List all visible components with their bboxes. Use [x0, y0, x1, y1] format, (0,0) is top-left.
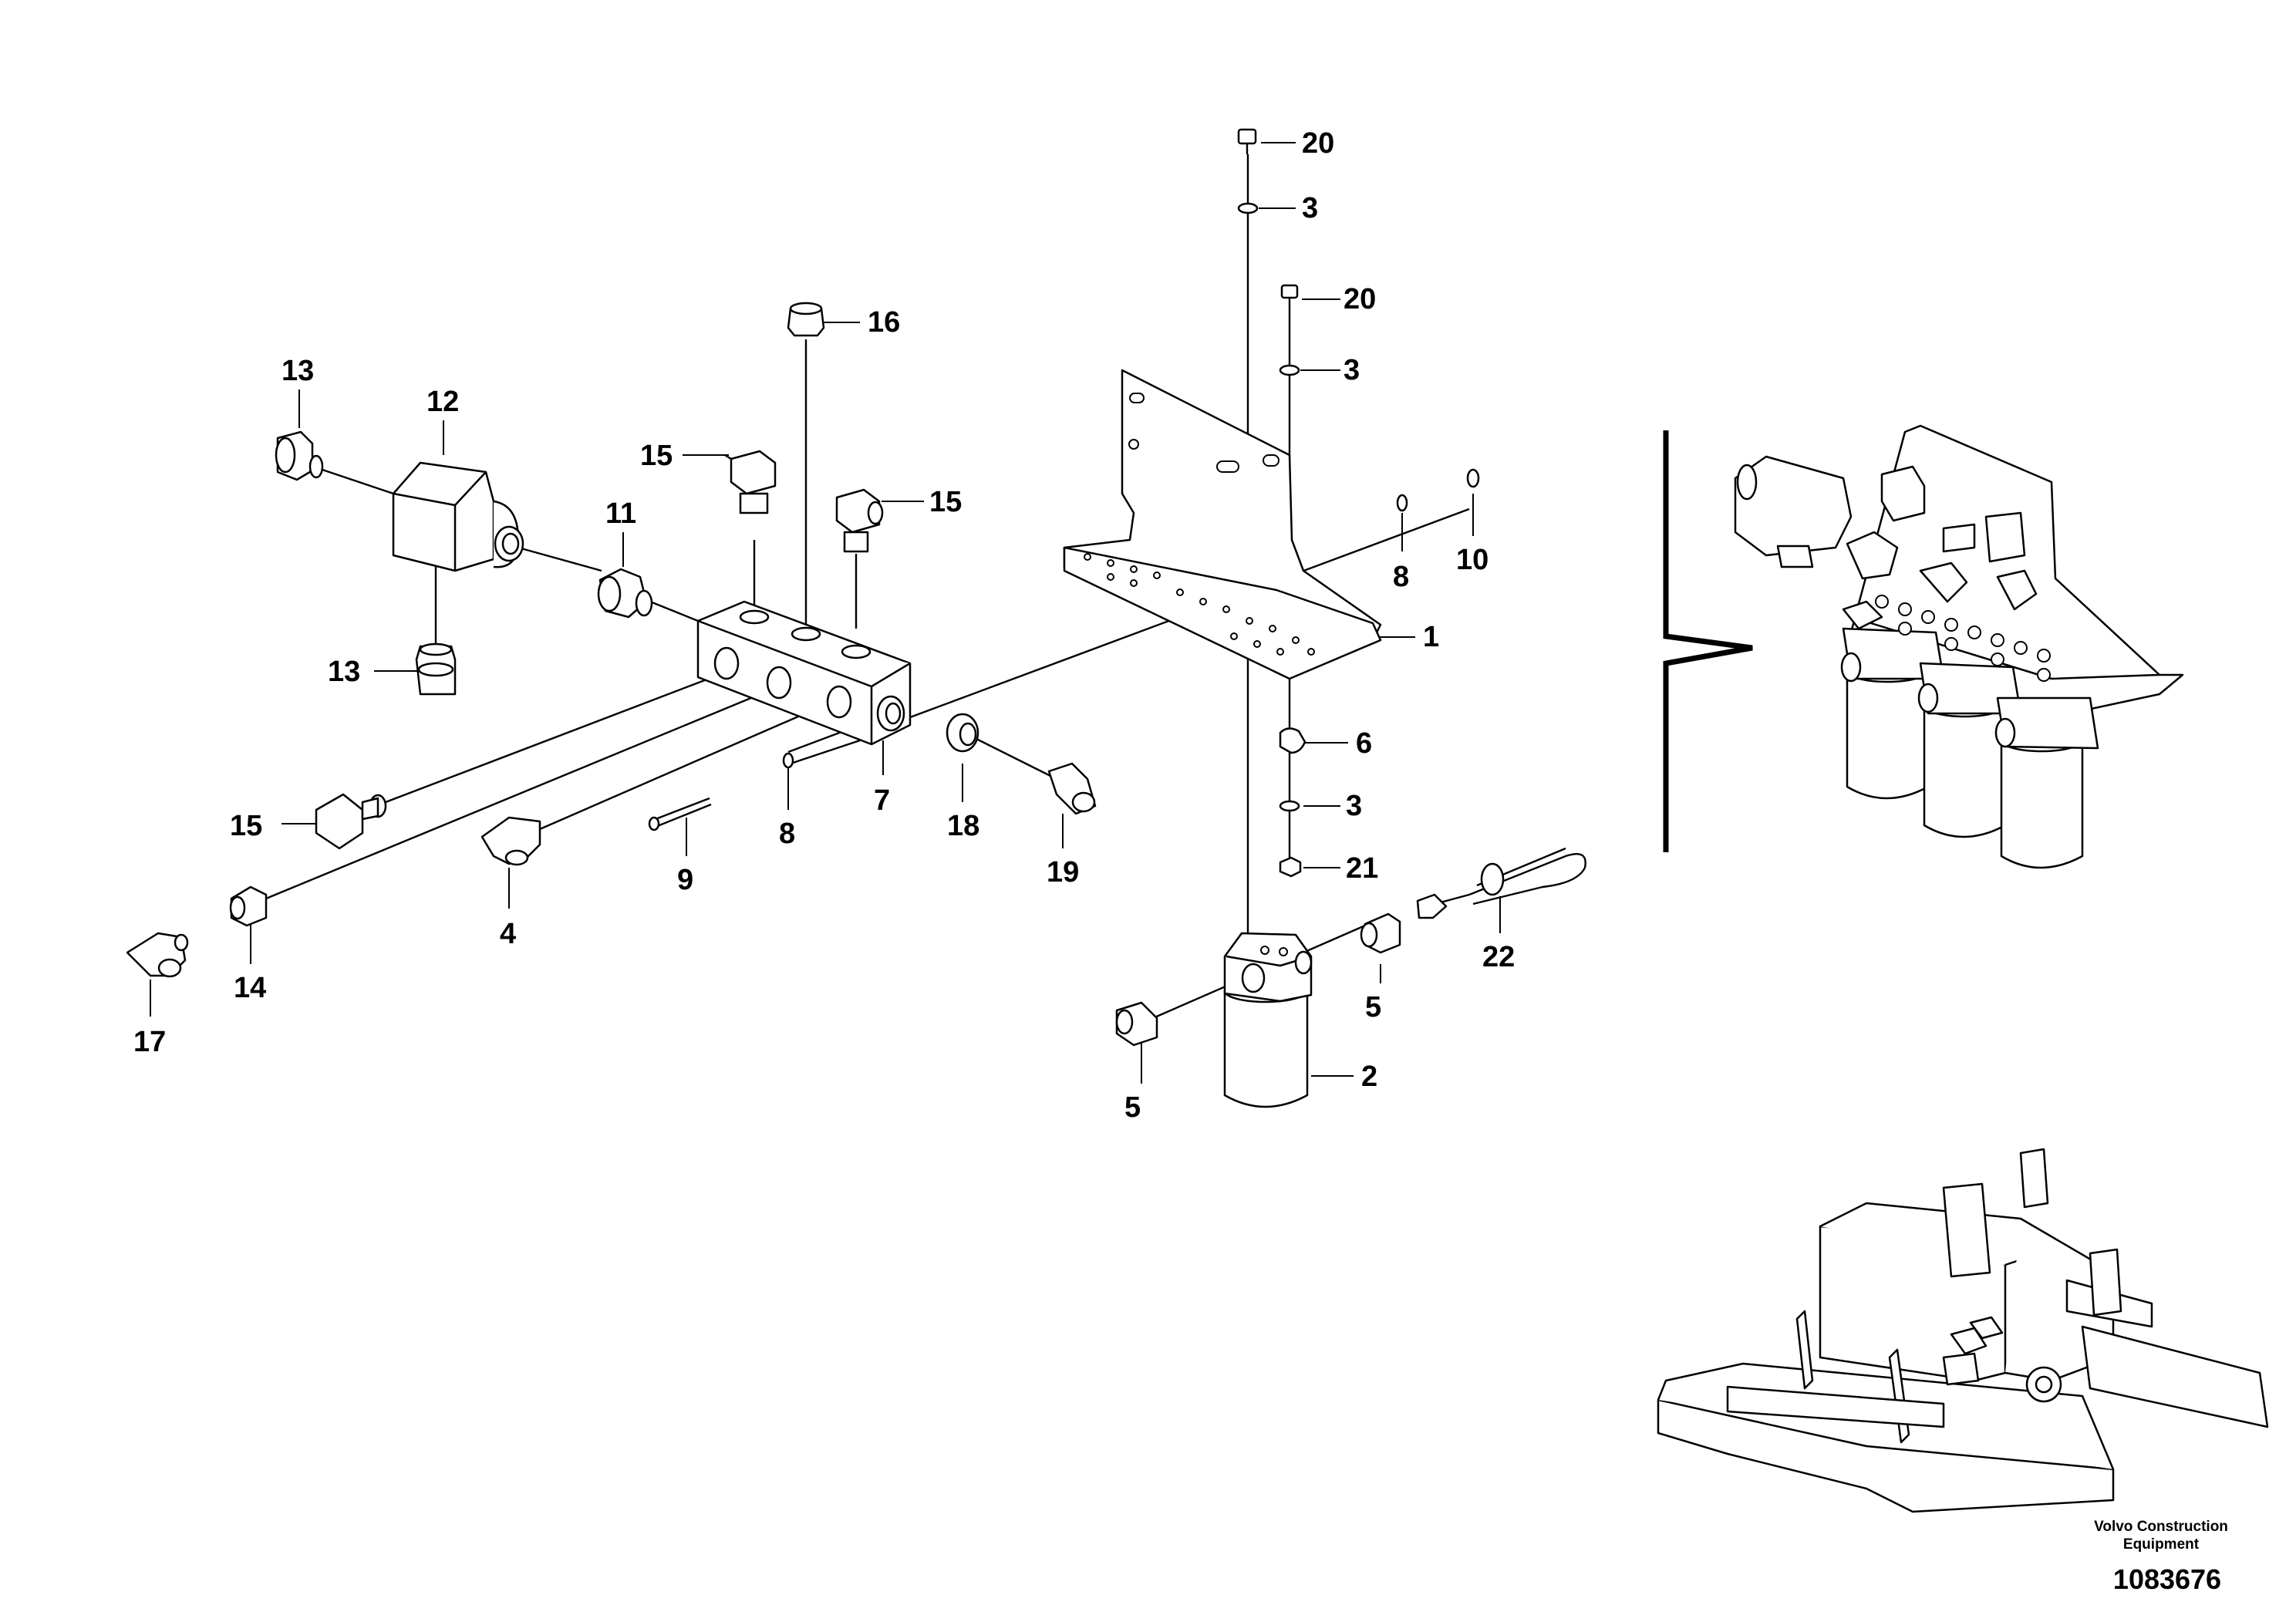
- callout-20-lower: 20: [1344, 283, 1376, 315]
- callout-3-lower: 3: [1346, 790, 1362, 822]
- bracket-holes: [1084, 553, 1315, 656]
- callout-leaders: [150, 142, 1501, 1084]
- plug-16: [787, 302, 825, 337]
- callout-3-upper: 3: [1302, 192, 1318, 224]
- clamp-6: [1279, 727, 1306, 754]
- document-number: 1083676: [2113, 1563, 2221, 1595]
- callout-20-upper: 20: [1302, 127, 1334, 160]
- callout-15-top-right: 15: [929, 486, 962, 518]
- callout-18: 18: [947, 810, 979, 842]
- callout-9: 9: [677, 864, 693, 896]
- callout-22: 22: [1482, 941, 1515, 973]
- washer-8-lower: [782, 752, 794, 769]
- callout-7: 7: [874, 784, 890, 817]
- callout-2: 2: [1361, 1061, 1377, 1093]
- callout-15-top-left: 15: [640, 440, 673, 472]
- bolt-10: [1466, 468, 1480, 488]
- callout-21: 21: [1346, 852, 1378, 885]
- callout-labels: 20 3 20 3 16 13 12 15 15 11 13 8 10 1 6 …: [133, 127, 1515, 1124]
- elbow-19: [1047, 762, 1097, 815]
- footer: Volvo Construction Equipment 1083676: [2094, 1519, 2228, 1595]
- distribution-block-7: [696, 600, 912, 746]
- callout-4: 4: [500, 918, 516, 950]
- callout-5-left: 5: [1124, 1091, 1141, 1124]
- bolt-9: [648, 797, 712, 831]
- washer-3-a: [1237, 202, 1259, 214]
- union-13-lower: [415, 642, 457, 696]
- assembled-detail-view: [1734, 424, 2184, 869]
- detail-hardware-dots: [1875, 595, 2051, 682]
- sensor-15-top-left: [724, 450, 777, 514]
- callout-17: 17: [133, 1026, 166, 1058]
- nipple-11: [597, 568, 653, 619]
- filter-2: [1223, 932, 1313, 1108]
- brand-line-2: Equipment: [2123, 1536, 2200, 1553]
- washer-8-upper: [1396, 494, 1408, 512]
- callout-1: 1: [1423, 621, 1439, 653]
- callout-14: 14: [234, 972, 266, 1004]
- bolt-20-lower: [1280, 284, 1299, 309]
- union-14: [229, 885, 268, 927]
- washer-3-c: [1279, 800, 1300, 812]
- sensor-15-top-right: [835, 488, 884, 553]
- break-symbol: [1663, 430, 1753, 852]
- callout-3-middle: 3: [1344, 354, 1360, 386]
- washer-3-b: [1279, 364, 1300, 376]
- callout-15-bottom: 15: [230, 810, 262, 842]
- mounting-bracket: [1063, 369, 1382, 680]
- callout-5-right: 5: [1365, 991, 1381, 1023]
- callout-19: 19: [1047, 856, 1079, 889]
- solenoid-valve-12: [392, 461, 524, 572]
- union-13-upper: [275, 430, 324, 481]
- machine-overview: [1657, 1148, 2269, 1513]
- sensor-15-bottom: [315, 793, 387, 850]
- tube-22: [1416, 847, 1586, 919]
- callout-11: 11: [605, 497, 636, 530]
- brand-line-1: Volvo Construction: [2094, 1519, 2228, 1535]
- fitting-5-right: [1360, 912, 1401, 954]
- callout-10: 10: [1456, 544, 1489, 576]
- callout-6: 6: [1356, 727, 1372, 760]
- nut-21: [1279, 856, 1302, 878]
- adapter-18: [946, 713, 979, 753]
- callout-12: 12: [426, 386, 459, 418]
- callout-13-lower: 13: [328, 656, 360, 688]
- callout-8-lower: 8: [779, 818, 795, 850]
- bolt-20-upper: [1237, 128, 1257, 154]
- elbow-17: [126, 932, 189, 978]
- callout-16: 16: [868, 306, 900, 339]
- callout-13-upper: 13: [282, 355, 314, 387]
- fitting-5-left: [1115, 1001, 1158, 1047]
- callout-8-upper: 8: [1393, 561, 1409, 593]
- elbow-4: [480, 816, 541, 866]
